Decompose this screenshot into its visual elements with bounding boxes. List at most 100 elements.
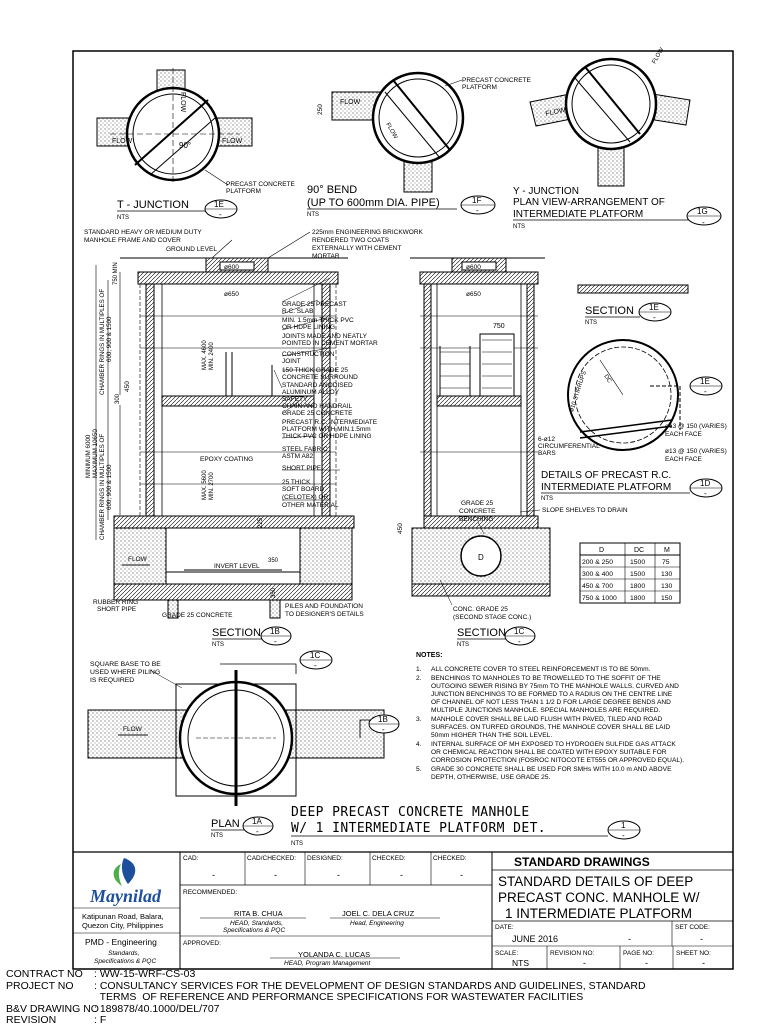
footer-project-key: PROJECT NO bbox=[6, 979, 74, 992]
s1b-d350-2: 350 bbox=[271, 587, 277, 598]
note-4-line-2: OR CHEMICAL REACTION SHALL BE COATED WIT… bbox=[431, 749, 667, 756]
sheetno-label: SHEET NO: bbox=[676, 950, 711, 957]
y-junction-flow-right: FLOW bbox=[652, 47, 666, 65]
bend-dim: 250 bbox=[317, 104, 324, 115]
logo-dept: PMD - Engineering bbox=[85, 937, 157, 947]
t-junction-angle: 90° bbox=[179, 141, 191, 150]
recommended-label: RECOMMENDED: bbox=[183, 889, 237, 896]
plan-1c-sheet: - bbox=[314, 661, 317, 670]
sheet-title-1: STANDARD DETAILS OF DEEP bbox=[498, 874, 693, 889]
note-2-line-1: BENCHINGS TO MANHOLES TO BE TROWELLED TO… bbox=[431, 675, 661, 682]
callout-joints-2: POINTED IN CEMENT MORTAR bbox=[282, 340, 378, 347]
plan-scale: NTS bbox=[211, 833, 223, 839]
sheet-title-3: 1 INTERMEDIATE PLATFORM bbox=[505, 906, 692, 921]
platform-dc: DC bbox=[602, 374, 612, 385]
callout-soft-2: SOFT BOARD bbox=[282, 486, 324, 493]
platform-each-1: ø13 @ 150 (VARIES) bbox=[665, 423, 727, 430]
approved-label: APPROVED: bbox=[183, 940, 221, 947]
plan-square-1: SQUARE BASE TO BE bbox=[90, 661, 161, 668]
s1b-max10650: MAXIMUM 10650 bbox=[92, 429, 99, 478]
callout-soft-3: (CELOTEX) OR bbox=[282, 494, 329, 501]
callout-grade25-slab-2: R.C. SLAB bbox=[282, 308, 313, 315]
checked2-label: CHECKED: bbox=[433, 855, 467, 862]
s1b-epoxy: EPOXY COATING bbox=[200, 456, 253, 463]
date-label: DATE: bbox=[495, 924, 514, 931]
logo-sub-1: Standards, bbox=[108, 950, 140, 957]
footer-revision-key: REVISION bbox=[6, 1014, 57, 1026]
annotation-brick-4: MORTAR bbox=[312, 253, 340, 260]
note-5-line-2: DEPTH, OTHERWISE, USE GRADE 25. bbox=[431, 774, 550, 781]
y-junction-subtitle-2: INTERMEDIATE PLATFORM bbox=[513, 209, 643, 220]
platform-each-4: EACH FACE bbox=[665, 456, 703, 463]
plan-title: PLAN bbox=[211, 818, 240, 830]
section-1c-sheet: - bbox=[518, 637, 521, 646]
s1b-invert: INVERT LEVEL bbox=[214, 563, 260, 570]
s1c-grade25-3: BENCHING bbox=[459, 516, 493, 523]
s1b-piles-1: PILES AND FOUNDATION bbox=[285, 603, 363, 610]
platform-bars-2: CIRCUMFERENTIAL bbox=[538, 443, 600, 450]
logo-addr-2: Quezon City, Philippines bbox=[82, 921, 163, 930]
cad-value: - bbox=[212, 870, 215, 880]
note-3-line-1: MANHOLE COVER SHALL BE LAID FLUSH WITH P… bbox=[431, 716, 663, 723]
section-1b-detail: STANDARD HEAVY OR MEDIUM DUTY MANHOLE FR… bbox=[84, 229, 424, 648]
table-cell-0-2: 75 bbox=[662, 559, 670, 566]
page-value: - bbox=[645, 958, 648, 968]
main-scale: NTS bbox=[291, 841, 303, 847]
section-1b-title: SECTION bbox=[212, 627, 261, 639]
t-junction-scale: NTS bbox=[117, 215, 129, 221]
table-header-dc: DC bbox=[634, 547, 644, 554]
note-3-num: 3. bbox=[416, 716, 422, 723]
sheet-title-2: PRECAST CONC. MANHOLE W/ bbox=[498, 890, 700, 905]
section-1e-title: SECTION bbox=[585, 305, 634, 317]
section-1c-scale: NTS bbox=[457, 642, 469, 648]
section-1c-title: SECTION bbox=[457, 627, 506, 639]
designed-label: DESIGNED: bbox=[307, 855, 343, 862]
s1c-grade25-1: GRADE 25 bbox=[461, 500, 494, 507]
callout-surround-1: 150 THICK GRADE 25 bbox=[282, 367, 348, 374]
y-junction-scale: NTS bbox=[513, 224, 525, 230]
annotation-frame-1: STANDARD HEAVY OR MEDIUM DUTY bbox=[84, 229, 202, 236]
note-5-line-1: GRADE 30 CONCRETE SHALL BE USED FOR SMHs… bbox=[431, 766, 672, 773]
date-value: JUNE 2016 bbox=[512, 934, 558, 944]
section-1e-ref: 1E bbox=[649, 303, 659, 312]
s1c-conc-2: (SECOND STAGE CONC.) bbox=[453, 614, 531, 621]
callout-anodised-1: STANDARD ANODISED bbox=[282, 382, 353, 389]
table-cell-2-0: 450 & 700 bbox=[582, 583, 613, 590]
logo-addr-1: Katipunan Road, Balara, bbox=[82, 912, 164, 921]
notes-heading: NOTES: bbox=[416, 652, 442, 659]
table-cell-1-2: 130 bbox=[661, 571, 673, 578]
footer-project-cont-key bbox=[6, 992, 94, 1004]
rec1-role-2: Specifications & PQC bbox=[223, 927, 285, 934]
platform-bars-3: BARS bbox=[538, 450, 556, 457]
main-sheet: - bbox=[622, 831, 625, 840]
std-drawings: STANDARD DRAWINGS bbox=[514, 855, 650, 869]
platform-each-2: EACH FACE bbox=[665, 431, 703, 438]
table-header-d: D bbox=[599, 547, 604, 554]
platform-each-3: ø13 @ 150 (VARIES) bbox=[665, 448, 727, 455]
footer-row-drawing: B&V DRAWING NO : 189878/40.1000/DEL/707 bbox=[6, 1002, 762, 1016]
footer-drawing-key: B&V DRAWING NO bbox=[6, 1002, 99, 1015]
section-1c-ref: 1C bbox=[514, 627, 524, 636]
dimension-table: D DC M 200 & 250 1500 75 300 & 400 1500 … bbox=[579, 542, 681, 604]
main-title: DEEP PRECAST CONCRETE MANHOLE W/ 1 INTER… bbox=[291, 805, 641, 847]
annotation-ground-level: GROUND LEVEL bbox=[166, 246, 217, 253]
setcode-label: SET CODE: bbox=[675, 924, 710, 931]
callout-fabric-1: STEEL FABRIC bbox=[282, 446, 328, 453]
checked2-value: - bbox=[460, 870, 463, 880]
s1b-rings-3: CHAMBER RINGS IN MULTIPLES OF bbox=[99, 434, 106, 540]
s1c-conc-1: CONC. GRADE 25 bbox=[453, 606, 508, 613]
t-junction-flow-left: FLOW bbox=[112, 138, 133, 145]
plan-ref: 1A bbox=[252, 817, 262, 826]
scale-label: SCALE: bbox=[495, 950, 518, 957]
s1b-max4600: MAX. 4600 bbox=[202, 340, 208, 370]
platform-1e-ref: 1E bbox=[700, 377, 710, 386]
footer-revision-value: : F bbox=[94, 1014, 107, 1026]
checked-label: CHECKED: bbox=[372, 855, 406, 862]
note-2-num: 2. bbox=[416, 675, 422, 682]
page-label: PAGE NO: bbox=[623, 950, 654, 957]
app-name: YOLANDA C. LUCAS bbox=[298, 950, 370, 959]
s1b-rings-2: 600, 900 & 1500 bbox=[106, 316, 113, 362]
section-1b-sheet: - bbox=[274, 637, 277, 646]
callout-fabric-2: ASTM A82 bbox=[282, 453, 313, 460]
